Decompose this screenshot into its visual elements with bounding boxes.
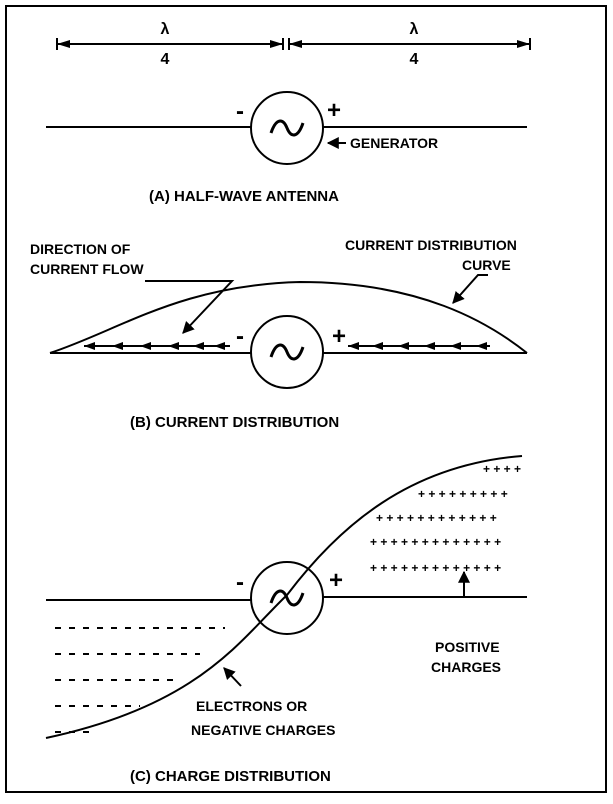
arrowhead xyxy=(57,40,70,48)
positive-label-line1: POSITIVE xyxy=(435,639,500,655)
panel-a: λ 4 λ 4 - + GENERATOR (A) HALF-WAVE ANTE… xyxy=(46,21,531,205)
minus-sign: - xyxy=(236,98,244,125)
plus-sign: + xyxy=(332,323,346,350)
negative-label-line1: ELECTRONS OR xyxy=(196,698,307,714)
plus-sign: + xyxy=(329,567,343,594)
direction-label-line2: CURRENT FLOW xyxy=(30,261,144,277)
current-distribution-curve xyxy=(49,280,528,354)
current-arrowhead xyxy=(424,342,435,350)
current-arrowhead xyxy=(214,342,225,350)
positive-label-line2: CHARGES xyxy=(431,659,501,675)
arrowhead xyxy=(270,40,283,48)
current-arrowhead xyxy=(84,342,95,350)
minus-sign: - xyxy=(236,569,244,596)
current-arrowhead xyxy=(372,342,383,350)
current-arrowhead xyxy=(112,342,123,350)
negative-charges-field xyxy=(55,627,225,733)
caption-c: (C) CHARGE DISTRIBUTION xyxy=(130,768,331,785)
current-arrowhead xyxy=(348,342,359,350)
svg-text:+ + + + + + + + + + + + +: + + + + + + + + + + + + + xyxy=(370,535,501,549)
arrowhead xyxy=(517,40,530,48)
current-arrowhead xyxy=(476,342,487,350)
svg-text:+ + + +: + + + + xyxy=(483,462,521,476)
negative-label-line2: NEGATIVE CHARGES xyxy=(191,722,335,738)
divisor-right: 4 xyxy=(410,51,419,68)
minus-sign: - xyxy=(236,323,244,350)
svg-text:+ + + + + + + + + + + +: + + + + + + + + + + + + xyxy=(376,511,497,525)
ac-source-icon xyxy=(269,343,305,361)
divisor-left: 4 xyxy=(161,51,170,68)
negative-pointer-arrow xyxy=(223,667,242,687)
current-arrowhead xyxy=(450,342,461,350)
ac-source-icon xyxy=(269,589,305,607)
direction-pointer-arrow xyxy=(145,280,235,334)
svg-text:+ + + + + + + + + + + + +: + + + + + + + + + + + + + xyxy=(370,561,501,575)
curve-pointer-arrow xyxy=(452,274,488,304)
arrowhead xyxy=(289,40,302,48)
caption-b: (B) CURRENT DISTRIBUTION xyxy=(130,414,339,431)
current-arrowhead xyxy=(140,342,151,350)
curve-label-line2: CURVE xyxy=(462,257,511,273)
generator-circle xyxy=(250,561,324,635)
svg-text:+ + + + + + + + +: + + + + + + + + + xyxy=(418,487,508,501)
figure-border xyxy=(5,5,607,793)
lambda-symbol-right: λ xyxy=(410,21,419,38)
panel-c: - + + + + + + + + + + + + + + + + + + + … xyxy=(45,455,527,785)
panel-b: - + DIRECTION OF CURRENT FLOW CURRENT DI… xyxy=(30,237,528,431)
lambda-symbol-left: λ xyxy=(161,21,170,38)
generator-label: GENERATOR xyxy=(350,135,438,151)
current-arrowhead xyxy=(193,342,204,350)
direction-label-line1: DIRECTION OF xyxy=(30,241,131,257)
ac-source-icon xyxy=(269,119,305,137)
generator-circle xyxy=(250,315,324,389)
current-arrowhead xyxy=(398,342,409,350)
current-arrowhead xyxy=(168,342,179,350)
plus-sign: + xyxy=(327,97,341,124)
caption-a: (A) HALF-WAVE ANTENNA xyxy=(149,188,339,205)
positive-charges-field: + + + + + + + + + + + + + + + + + + + + … xyxy=(370,462,521,575)
generator-circle xyxy=(250,91,324,165)
curve-label-line1: CURRENT DISTRIBUTION xyxy=(345,237,517,253)
